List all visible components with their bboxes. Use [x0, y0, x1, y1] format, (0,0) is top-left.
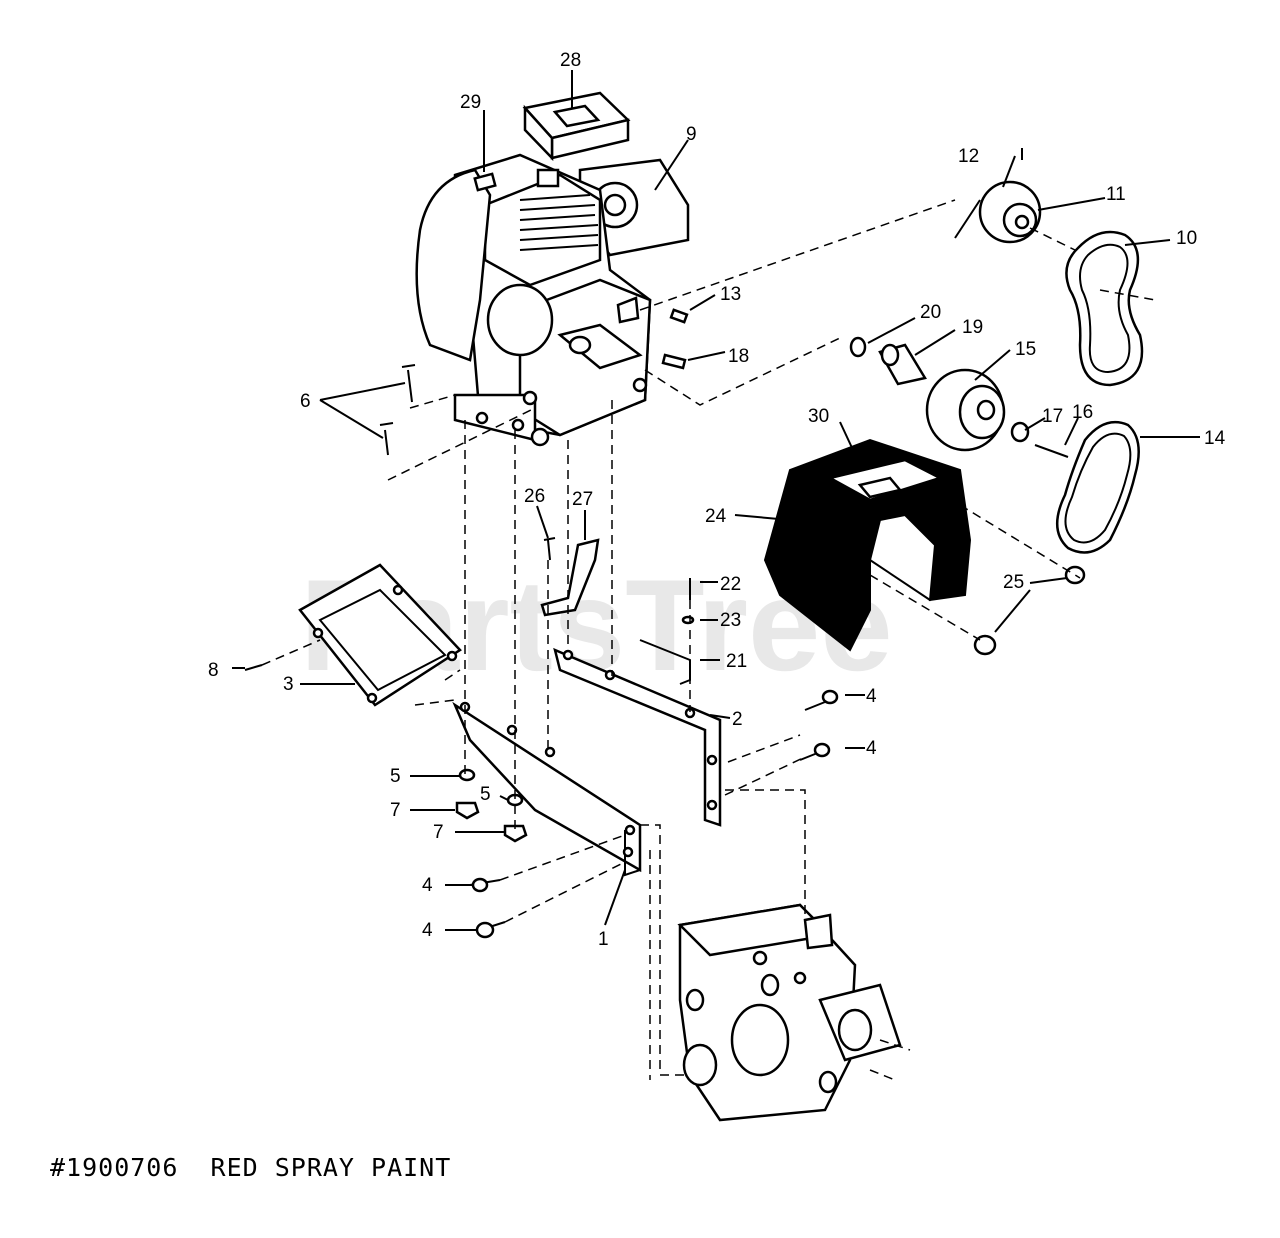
callout-4c: 4 — [422, 875, 433, 896]
callout-21: 21 — [726, 651, 747, 672]
callout-17: 17 — [1042, 406, 1063, 427]
part-number-caption: #1900706 RED SPRAY PAINT — [50, 1153, 452, 1182]
callout-27: 27 — [572, 489, 593, 510]
upper-pulley — [978, 180, 1042, 244]
bracket-2 — [553, 647, 722, 827]
engine — [415, 91, 690, 447]
callout-8: 8 — [208, 660, 219, 681]
callout-13: 13 — [720, 284, 741, 305]
callout-1: 1 — [598, 929, 609, 950]
callout-6: 6 — [300, 391, 311, 412]
callout-labels: 28 29 9 12 11 10 13 20 19 18 15 6 17 16 … — [208, 50, 1226, 950]
callout-15: 15 — [1015, 339, 1036, 360]
bracket-1 — [452, 701, 642, 877]
callout-14: 14 — [1204, 428, 1226, 449]
callout-28: 28 — [560, 50, 581, 71]
belt-14 — [1056, 420, 1140, 554]
callout-20: 20 — [920, 302, 941, 323]
hardware — [244, 148, 1086, 939]
bracket-27 — [540, 538, 600, 617]
callout-7a: 7 — [390, 800, 401, 821]
callout-4b: 4 — [866, 738, 877, 759]
callout-5b: 5 — [480, 784, 491, 805]
callout-18: 18 — [728, 346, 749, 367]
callout-22: 22 — [720, 574, 741, 595]
callout-9: 9 — [686, 124, 697, 145]
callout-10: 10 — [1176, 228, 1197, 249]
callout-12: 12 — [958, 146, 979, 167]
callout-26: 26 — [524, 486, 545, 507]
callout-2: 2 — [732, 709, 743, 730]
belt-10 — [1065, 230, 1144, 387]
callout-4a: 4 — [866, 686, 877, 707]
pulley-15 — [925, 368, 1006, 452]
belt-guard — [763, 438, 972, 652]
callout-11: 11 — [1106, 184, 1126, 205]
assembly-lines — [261, 199, 1156, 1081]
transmission — [677, 903, 902, 1122]
leader-lines — [232, 70, 1200, 931]
rod-21 — [639, 639, 691, 685]
washer-20 — [849, 336, 867, 358]
callout-7b: 7 — [433, 822, 444, 843]
spacer-19 — [878, 343, 927, 386]
callout-4d: 4 — [422, 920, 433, 941]
callout-23: 23 — [720, 610, 741, 631]
callout-30: 30 — [808, 406, 829, 427]
callout-25: 25 — [1003, 572, 1024, 593]
callout-3: 3 — [283, 674, 294, 695]
callout-19: 19 — [962, 317, 983, 338]
callout-24: 24 — [705, 506, 727, 527]
callout-29: 29 — [460, 92, 481, 113]
bracket-3 — [298, 563, 462, 707]
washer-17 — [1010, 421, 1030, 443]
callout-5a: 5 — [390, 766, 401, 787]
callout-16: 16 — [1072, 402, 1093, 423]
